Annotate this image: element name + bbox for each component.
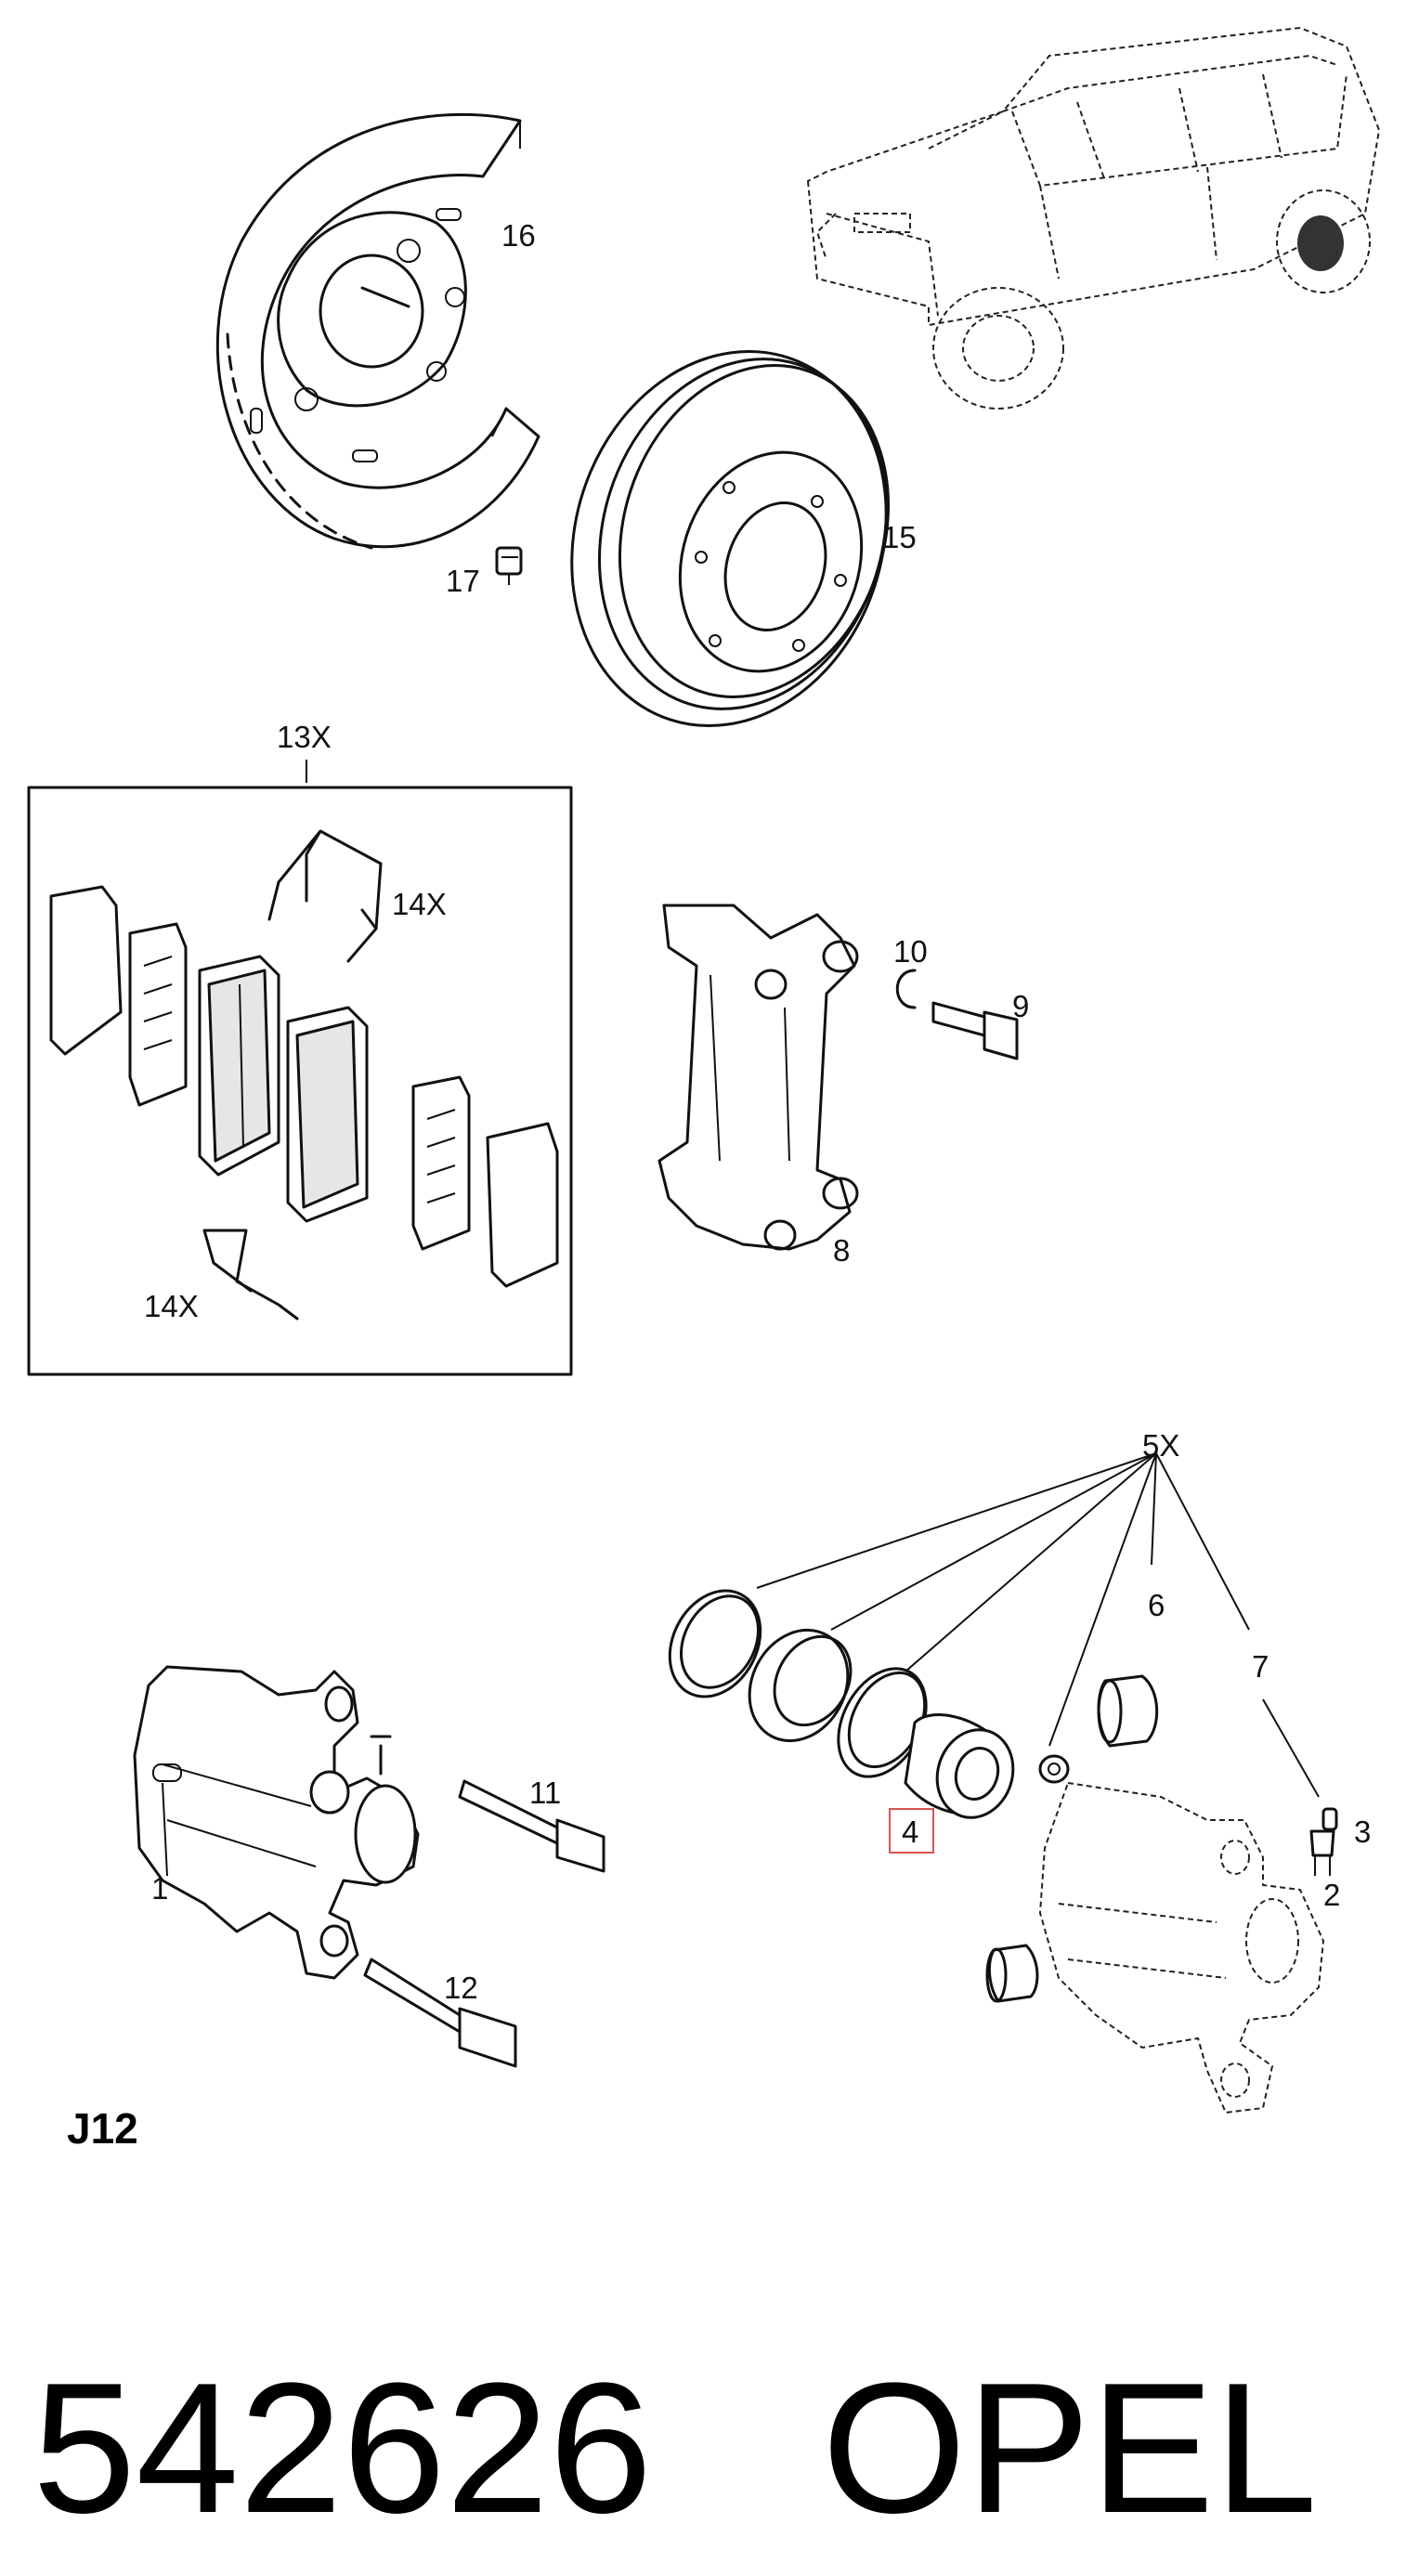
seal-kit-5x	[668, 1452, 1320, 1798]
backing-plate-16	[215, 112, 540, 550]
brake-disc-15	[570, 349, 891, 728]
bolt-17	[495, 546, 523, 585]
callout-13x: 13X	[277, 720, 332, 754]
callout-16: 16	[501, 218, 536, 253]
callout-9: 9	[1012, 989, 1029, 1023]
callout-7: 7	[1252, 1649, 1269, 1684]
callout-4: 4	[902, 1815, 918, 1849]
vehicle-illustration	[806, 26, 1381, 410]
part-number: 542626	[33, 2345, 652, 2552]
callout-15: 15	[882, 520, 917, 554]
caliper-1	[133, 1665, 420, 1980]
caliper-exploded-view	[985, 1781, 1325, 2114]
callout-3: 3	[1354, 1815, 1371, 1849]
callout-6: 6	[1148, 1588, 1165, 1622]
bleed-screw-2-3	[1309, 1807, 1338, 1876]
callout-12: 12	[444, 1971, 478, 2005]
callout-2: 2	[1323, 1878, 1340, 1912]
caliper-bracket-8	[657, 904, 859, 1251]
callout-10: 10	[893, 934, 928, 969]
pad-kit-13x	[27, 760, 573, 1376]
diagram-code: J12	[67, 2104, 138, 2153]
callout-1: 1	[151, 1871, 168, 1906]
callout-5x: 5X	[1142, 1428, 1179, 1463]
callout-14x-bottom: 14X	[144, 1289, 199, 1323]
dust-cap	[1038, 1754, 1070, 1784]
callout-17: 17	[446, 564, 480, 598]
bolt-9	[931, 1001, 1019, 1060]
bushing-6	[1097, 1674, 1159, 1748]
clip-10	[895, 969, 917, 1009]
bolt-12	[363, 1958, 517, 2068]
callout-14x-top: 14X	[392, 887, 447, 921]
brand-name: OPEL	[822, 2345, 1318, 2552]
piston-4	[904, 1713, 1015, 1819]
highlight-box	[889, 1808, 934, 1854]
callout-labels: 16 17 15 13X 14X 14X 10 9 8 5X 6 7 4 3 2…	[144, 218, 1371, 2005]
callout-8: 8	[833, 1233, 850, 1268]
bolt-11	[458, 1779, 605, 1873]
callout-11: 11	[529, 1776, 561, 1810]
